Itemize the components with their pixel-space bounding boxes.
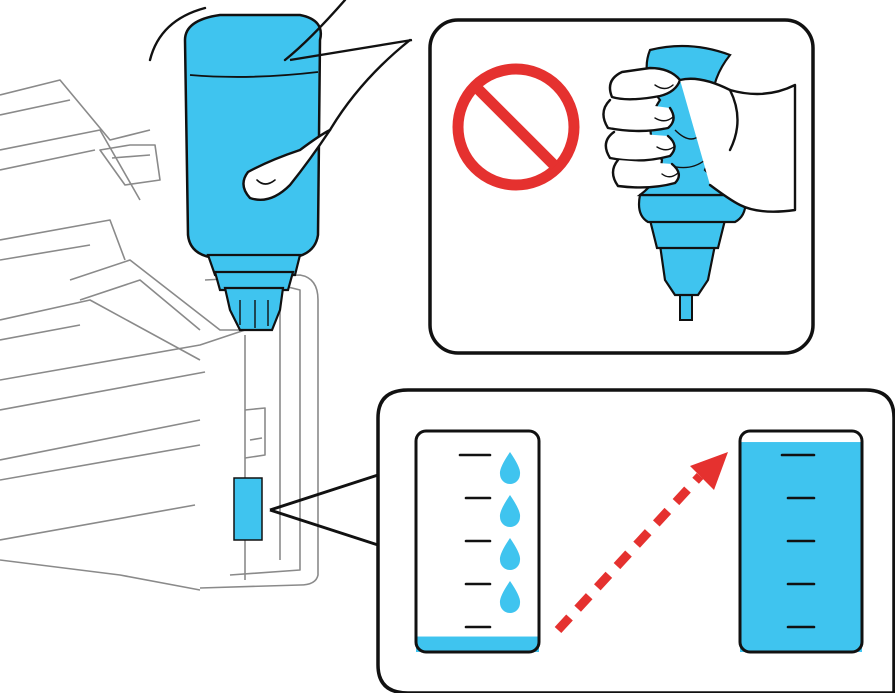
tank-after — [740, 431, 862, 652]
tank-after-ink-fill — [740, 442, 862, 652]
printer-ink-window — [234, 478, 262, 540]
tank-before-ink-fill — [416, 637, 539, 652]
callout-pointer — [270, 475, 378, 545]
